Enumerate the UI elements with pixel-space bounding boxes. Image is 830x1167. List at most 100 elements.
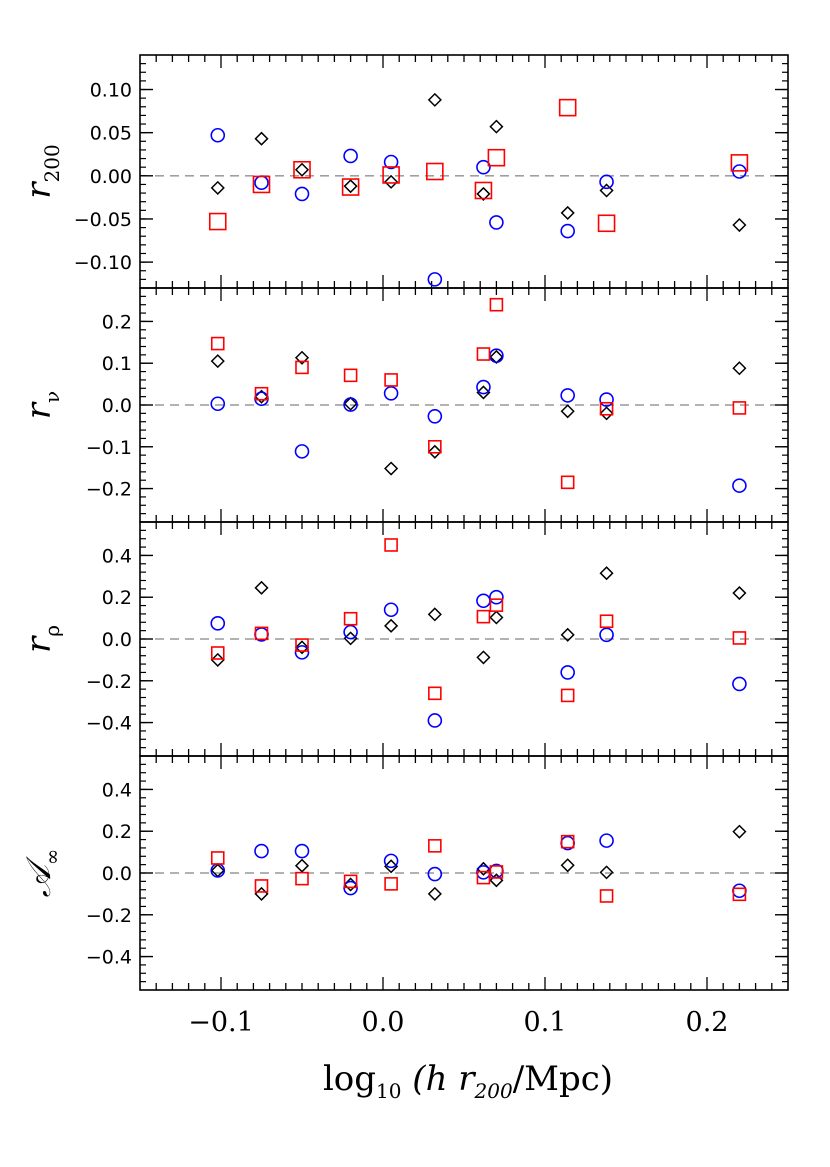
circle-marker xyxy=(599,627,614,643)
circle-marker xyxy=(427,272,443,287)
square-marker xyxy=(254,386,269,401)
square-marker xyxy=(295,638,309,652)
circle-marker xyxy=(294,444,310,459)
diamond-marker xyxy=(210,354,225,369)
circle-marker xyxy=(560,388,575,403)
square-marker xyxy=(384,373,398,387)
square-marker xyxy=(341,178,360,196)
square-marker xyxy=(489,865,504,879)
square-marker xyxy=(210,646,225,660)
y-axis-title-sub: ρ xyxy=(40,625,64,637)
diamond-marker xyxy=(427,886,442,901)
diamond-marker xyxy=(210,180,225,195)
square-marker xyxy=(428,839,442,853)
circle-marker xyxy=(560,665,575,680)
diamond-marker xyxy=(732,824,747,839)
square-marker xyxy=(343,611,358,626)
square-marker xyxy=(343,368,358,383)
x-axis-title-mid: (h r xyxy=(402,1059,477,1099)
y-tick-label: 0.0 xyxy=(102,629,132,651)
square-marker xyxy=(558,98,577,117)
x-tick-label: −0.1 xyxy=(188,1007,254,1038)
diamond-marker xyxy=(476,186,491,201)
diamond-marker xyxy=(560,858,575,873)
diamond-marker xyxy=(427,92,442,107)
circle-marker xyxy=(343,397,358,412)
diamond-marker xyxy=(732,361,747,376)
square-marker xyxy=(560,475,575,490)
square-marker xyxy=(730,154,749,172)
circle-marker xyxy=(210,863,226,878)
circle-marker xyxy=(732,883,747,899)
diamond-marker xyxy=(732,217,747,233)
diamond-marker xyxy=(599,865,614,880)
square-marker xyxy=(293,160,311,179)
square-marker xyxy=(254,626,269,641)
square-marker xyxy=(428,439,442,454)
y-axis-title: rρ xyxy=(19,625,64,653)
diamond-marker xyxy=(254,131,269,146)
diamond-marker xyxy=(476,650,491,665)
diamond-marker xyxy=(254,580,269,595)
square-marker xyxy=(384,877,398,891)
circle-marker xyxy=(476,593,491,609)
circle-marker xyxy=(489,589,504,605)
diamond-marker xyxy=(599,566,614,581)
circle-marker xyxy=(210,127,226,143)
y-tick-label: 0.0 xyxy=(102,863,132,885)
y-tick-label: 0.0 xyxy=(102,395,132,417)
diamond-marker xyxy=(560,205,575,220)
square-marker xyxy=(732,887,747,902)
square-marker xyxy=(252,175,271,194)
square-marker xyxy=(489,297,504,312)
y-tick-label: 0.00 xyxy=(90,166,132,188)
square-marker xyxy=(426,162,444,181)
circle-marker xyxy=(427,713,443,728)
square-marker xyxy=(476,609,491,624)
panel-3: −0.4−0.20.00.20.4rρ xyxy=(19,521,789,757)
y-axis-title-sub: ∞ xyxy=(40,849,64,866)
square-marker xyxy=(382,166,400,184)
circle-marker xyxy=(427,866,443,882)
circle-marker xyxy=(383,853,399,869)
square-marker xyxy=(384,538,398,552)
y-axis-title-main: r xyxy=(19,401,59,419)
circle-marker xyxy=(599,392,614,407)
diamond-marker xyxy=(732,585,747,601)
diamond-marker xyxy=(343,179,358,194)
y-axis-title: rν xyxy=(19,391,64,419)
circle-marker xyxy=(210,616,226,631)
diamond-marker xyxy=(343,877,358,892)
square-marker xyxy=(476,347,491,361)
circle-marker xyxy=(599,833,614,848)
square-marker xyxy=(560,834,575,849)
y-tick-label: −0.2 xyxy=(86,671,132,693)
y-tick-label: 0.4 xyxy=(102,545,132,567)
circle-marker xyxy=(383,602,399,618)
diamond-marker xyxy=(560,627,575,642)
diamond-marker xyxy=(384,859,399,874)
circle-marker xyxy=(254,843,269,859)
square-marker xyxy=(599,889,614,903)
diamond-marker xyxy=(343,396,358,411)
y-tick-label: 0.1 xyxy=(102,353,132,375)
square-marker xyxy=(208,212,227,231)
circle-marker xyxy=(732,478,747,493)
y-tick-label: −0.10 xyxy=(74,252,132,274)
y-tick-label: −0.05 xyxy=(74,209,132,231)
square-marker xyxy=(597,214,616,233)
diamond-marker xyxy=(489,610,504,625)
diamond-marker xyxy=(294,162,310,177)
y-axis-title: r200 xyxy=(19,144,64,198)
y-tick-label: −0.1 xyxy=(86,437,132,459)
circle-marker xyxy=(294,843,310,859)
panel-2: −0.2−0.10.00.10.2rν xyxy=(19,287,789,523)
square-marker xyxy=(476,870,491,885)
y-tick-label: 0.05 xyxy=(90,123,132,145)
y-tick-label: 0.4 xyxy=(102,779,132,801)
circle-marker xyxy=(383,385,399,401)
diamond-marker xyxy=(384,461,399,476)
x-axis-title-pre: log xyxy=(323,1059,376,1099)
